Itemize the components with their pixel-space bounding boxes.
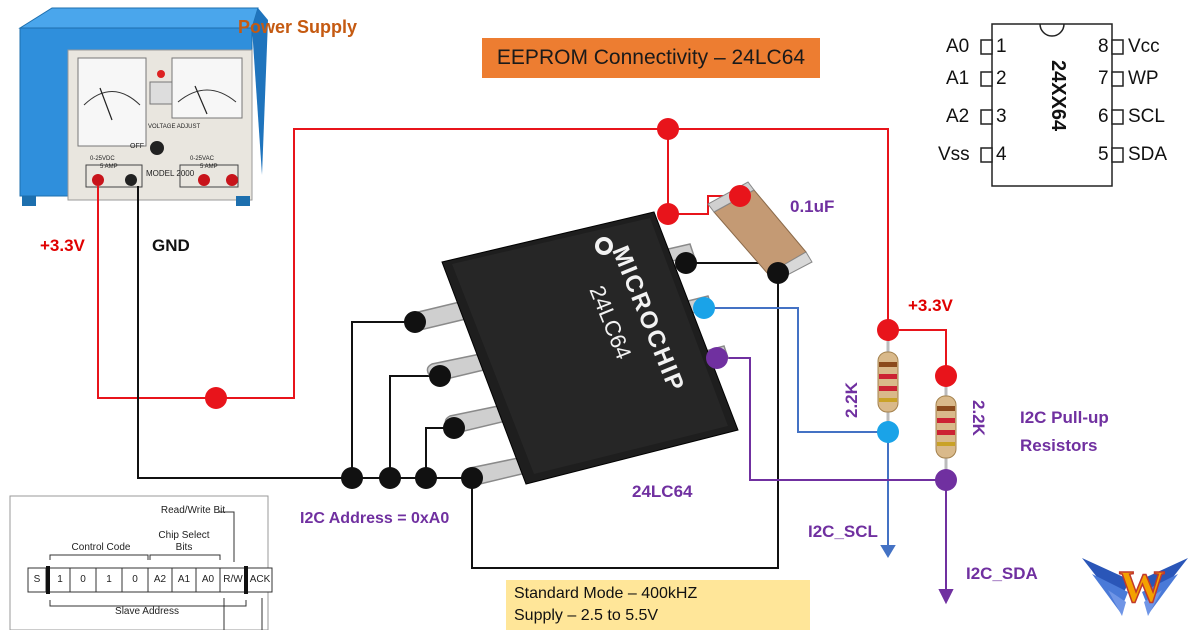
- pinout-diagram: 24XX64: [980, 23, 1124, 187]
- cb-cell-bit7: 1: [57, 574, 63, 585]
- sda-wire: [717, 357, 954, 605]
- control-byte-diagram: [9, 495, 273, 630]
- cb-cell-a0: A0: [201, 574, 215, 585]
- pullup-caption-line1: I2C Pull-up: [1020, 408, 1109, 427]
- power-supply-unit: OFF VOLTAGE ADJUST MODEL 2000 0-25VDC 5 …: [18, 7, 268, 206]
- supply-off-text: OFF: [130, 143, 144, 150]
- chip-select-line1: Chip Select: [158, 530, 210, 541]
- cb-cell-ack: ACK: [249, 574, 271, 585]
- cb-cell-bit4: 0: [132, 574, 138, 585]
- control-code-label: Control Code: [71, 542, 131, 553]
- slave-address-label: Slave Address: [115, 606, 179, 617]
- pin-wp-name: WP: [1128, 68, 1159, 89]
- pin-8-number: 8: [1098, 36, 1109, 57]
- pullup-resistor-sda: [935, 376, 957, 480]
- pin-3-number: 3: [996, 106, 1007, 127]
- pin-a1-name: A1: [946, 68, 970, 89]
- cb-cell-a1: A1: [177, 574, 191, 585]
- capacitor-label: 0.1uF: [790, 197, 835, 216]
- supply-ac-range-text: 0-25VAC: [190, 156, 215, 162]
- supply-range-line: Supply – 2.5 to 5.5V: [514, 607, 659, 624]
- pin-1-number: 1: [996, 36, 1007, 57]
- power-supply-label: Power Supply: [238, 17, 358, 37]
- black-connection-dots: [341, 252, 789, 489]
- pin-4-number: 4: [996, 144, 1007, 165]
- scl-connection-dots: [693, 297, 899, 443]
- supply-knob-text: VOLTAGE ADJUST: [148, 124, 200, 130]
- supply-dc-range-text: 0-25VDC: [90, 156, 115, 162]
- pin-vss-name: Vss: [938, 144, 970, 165]
- cb-cell-a2: A2: [153, 574, 167, 585]
- i2c-address-label: I2C Address = 0xA0: [300, 510, 450, 527]
- cb-cell-bit5: 1: [106, 574, 112, 585]
- red-connection-dots: [205, 118, 957, 409]
- supply-positive-terminal: [92, 174, 104, 186]
- chip-select-line2: Bits: [175, 542, 193, 553]
- chip-select-label: Chip Select Bits: [148, 530, 220, 554]
- pin-2-number: 2: [996, 68, 1007, 89]
- cb-cell-rw: R/W: [223, 574, 243, 585]
- pullup-supply-label: +3.3V: [908, 296, 953, 315]
- pinout-part-text: 24XX64: [1047, 60, 1069, 132]
- rw-bit-label: Read/Write Bit: [160, 505, 226, 516]
- supply-ac-amp-text: 5 AMP: [200, 164, 218, 170]
- sda-connection-dots: [706, 347, 957, 491]
- pin-7-number: 7: [1098, 68, 1109, 89]
- supply-model-text: MODEL 2000: [146, 169, 195, 178]
- mode-info-box: Standard Mode – 400kHZ Supply – 2.5 to 5…: [506, 580, 810, 630]
- pin-vcc-name: Vcc: [1128, 36, 1160, 57]
- supply-voltage-label: +3.3V: [40, 236, 85, 255]
- ground-label: GND: [152, 236, 190, 255]
- pin-scl-name: SCL: [1128, 106, 1165, 127]
- scl-signal-label: I2C_SCL: [808, 522, 878, 541]
- pin-a0-name: A0: [946, 36, 970, 57]
- scl-wire: [704, 307, 896, 558]
- mode-line: Standard Mode – 400kHZ: [514, 585, 698, 602]
- diagram-title: EEPROM Connectivity – 24LC64: [482, 38, 820, 78]
- sda-signal-label: I2C_SDA: [966, 564, 1038, 583]
- chip-caption: 24LC64: [632, 482, 693, 501]
- supply-ground-terminal: [125, 174, 137, 186]
- cb-cell-bit6: 0: [80, 574, 86, 585]
- eeprom-chip-24lc64: MICROCHIP 24LC64: [404, 211, 739, 485]
- pin-sda-name: SDA: [1128, 144, 1168, 165]
- supply-dc-amp-text: 5 AMP: [100, 164, 118, 170]
- pullup-resistor-scl: [877, 330, 899, 432]
- pullup-caption-line2: Resistors: [1020, 436, 1098, 455]
- logo-letter: W: [1119, 561, 1165, 612]
- pin-a2-name: A2: [946, 106, 970, 127]
- cb-cell-s: S: [33, 574, 41, 585]
- pin-6-number: 6: [1098, 106, 1109, 127]
- resistor-sda-value: 2.2K: [969, 400, 988, 436]
- pullup-caption: I2C Pull-up Resistors: [1020, 404, 1109, 460]
- pin-5-number: 5: [1098, 144, 1109, 165]
- brand-logo: W: [1082, 558, 1188, 616]
